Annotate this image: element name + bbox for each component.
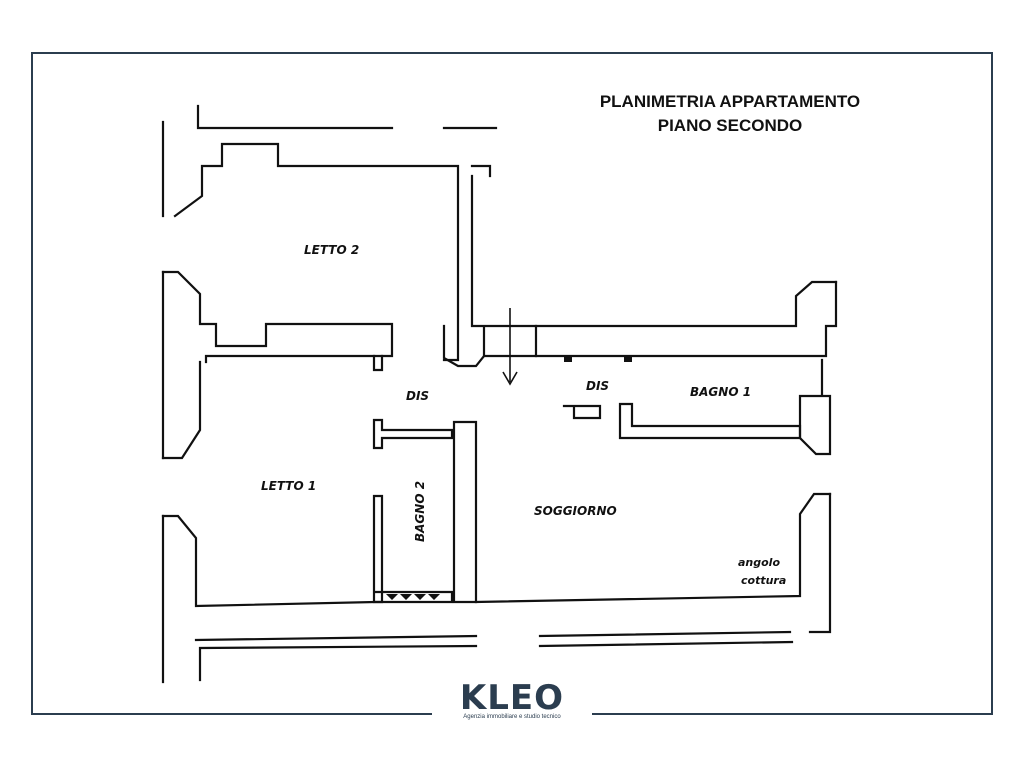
wall-top-outer — [196, 104, 394, 130]
wall-right-outer — [808, 492, 832, 634]
wall-center-left — [442, 324, 486, 368]
entrance-arrow — [502, 308, 518, 386]
wall-right-upper — [798, 358, 832, 456]
wall-center-column — [470, 164, 492, 178]
logo-gap — [432, 700, 592, 730]
room-label-dis-right: DIS — [586, 379, 609, 393]
radiator-mark — [564, 356, 572, 362]
wall-bottom-outer-3 — [198, 644, 478, 682]
wall-right-lower — [474, 492, 832, 604]
radiator-mark — [624, 356, 632, 362]
brand-logo: KLEO Agenzia immobiliare e studio tecnic… — [432, 680, 592, 720]
wall-letto2-top — [173, 142, 460, 362]
wall-center — [470, 174, 538, 358]
room-label-cottura: cottura — [741, 574, 786, 587]
wall-bagno1-bottom-2 — [618, 402, 802, 440]
room-label-bagno1: BAGNO 1 — [690, 385, 751, 399]
room-label-letto2: LETTO 2 — [304, 243, 359, 257]
wall-bagno1-bottom — [562, 404, 602, 420]
plan-title: PLANIMETRIA APPARTAMENTO PIANO SECONDO — [560, 90, 900, 138]
wall-bottom-outer-4 — [538, 640, 794, 648]
bagno2-fixture-marks — [386, 594, 440, 600]
wall-nib-1 — [372, 354, 384, 372]
room-label-dis-left: DIS — [406, 389, 429, 403]
room-label-soggiorno: SOGGIORNO — [534, 504, 617, 518]
room-label-letto1: LETTO 1 — [261, 479, 316, 493]
plan-title-line2: PIANO SECONDO — [657, 116, 803, 135]
wall-bagno2-bottom — [374, 590, 454, 604]
wall-bottom-outer-2 — [538, 630, 792, 638]
wall-bagno2-right — [452, 420, 478, 604]
wall-bagno2-top — [372, 418, 454, 450]
wall-right-top — [534, 280, 838, 328]
room-label-angolo: angolo — [738, 556, 780, 569]
wall-bottom-outer — [194, 634, 478, 642]
logo-name: KLEO — [459, 678, 565, 718]
wall-letto2-left — [161, 270, 394, 364]
wall-letto1-left — [161, 360, 202, 460]
wall-right-top-2 — [534, 280, 838, 358]
room-label-bagno2: BAGNO 2 — [413, 481, 427, 542]
wall-bagno2-left — [372, 494, 384, 604]
wall-letto1-left-2 — [161, 514, 376, 608]
plan-title-line1: PLANIMETRIA APPARTAMENTO — [599, 92, 861, 111]
logo-tagline: Agenzia immobiliare e studio tecnico — [463, 714, 561, 720]
